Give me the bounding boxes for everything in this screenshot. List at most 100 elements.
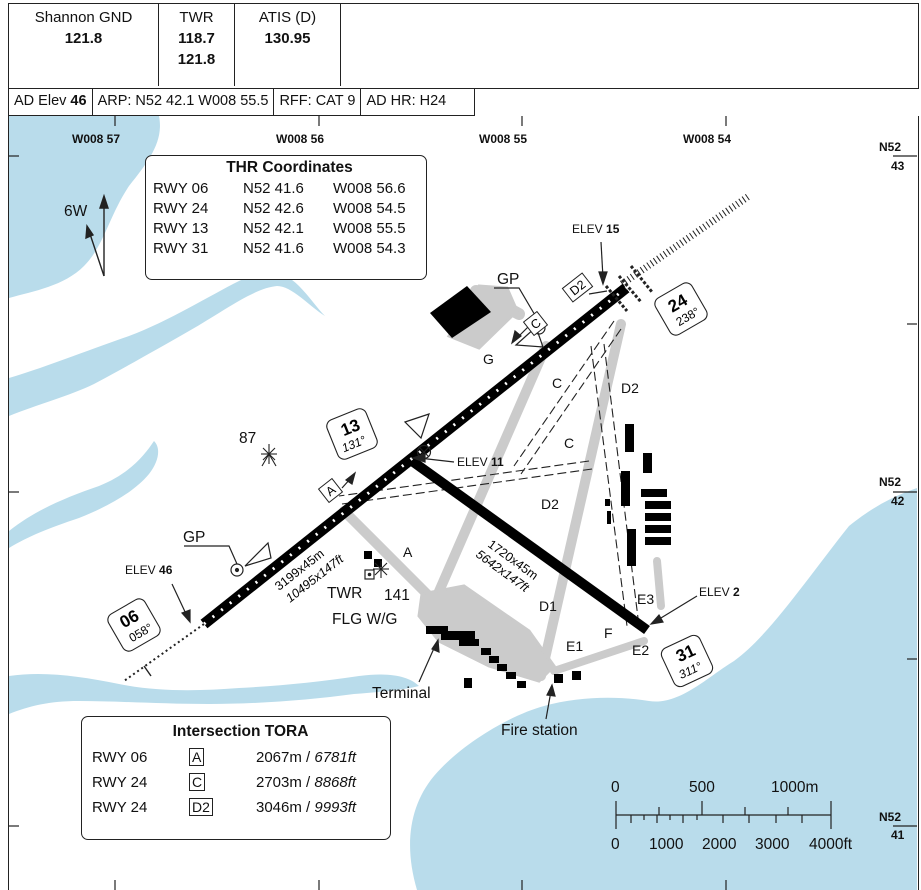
taxiways: [339, 284, 665, 683]
taxiway-c-box: [522, 310, 549, 337]
grid-ticks: [9, 116, 917, 890]
taxiway-e3-label: E3: [637, 591, 654, 607]
building-east-3: [621, 471, 630, 506]
tora-rwy: RWY 24: [92, 799, 148, 816]
atis-name: ATIS (D): [258, 9, 317, 26]
elev-word: ELEV: [125, 563, 156, 577]
twr-label: TWR: [327, 585, 362, 602]
pier-2: [489, 656, 499, 663]
frequency-header: Shannon GND 121.8 TWR 118.7 121.8 ATIS (…: [8, 3, 919, 89]
obstacle-light-icon: [261, 444, 277, 467]
building-small-3: [554, 674, 563, 683]
taxiway-e1-label: E1: [566, 638, 583, 654]
building-east-5: [645, 501, 671, 509]
tower-name: TWR: [179, 9, 214, 26]
thr-lat: N52 41.6: [243, 180, 304, 197]
elevation-pointers: [171, 241, 698, 625]
scale-bar: [615, 801, 832, 829]
building-near-twr-1: [364, 551, 372, 559]
taxiway-a-box: [317, 477, 344, 504]
taxiway-a: [339, 506, 434, 601]
runway-13-designator: 13 131°: [326, 408, 378, 460]
ad-elevation-label: AD Elev: [14, 93, 67, 109]
lon-label-55: W008 55: [479, 132, 527, 146]
building-east-10: [607, 511, 611, 524]
taxiway-e: [550, 637, 648, 675]
runway-24-threshold-bars: [604, 265, 654, 312]
taxiway-d2-label-2: D2: [541, 496, 559, 512]
runway-24-approach-lights: [620, 193, 751, 287]
dashed-taxiways: [338, 320, 640, 627]
tower-symbol-dot: [367, 572, 372, 577]
elev-word: ELEV: [699, 585, 730, 599]
gp-label-24: GP: [497, 271, 519, 288]
ad-hours: AD HR: H24: [366, 93, 447, 109]
water-areas: [9, 116, 917, 890]
thr-lon: W008 54.3: [333, 240, 406, 257]
building-east-8: [645, 537, 671, 545]
building-small-1: [464, 678, 472, 688]
lon-label-54: W008 54: [683, 132, 731, 146]
ground-freq: 121.8: [64, 30, 103, 47]
elev-24-value: 15: [606, 222, 620, 236]
scale-ft-0: 0: [611, 836, 620, 853]
building-east-4: [641, 489, 667, 497]
building-east-0: [605, 499, 610, 506]
lat-label-43-deg: N52: [879, 140, 901, 154]
river-mid: [9, 441, 159, 548]
taxiway-e3: [653, 557, 665, 610]
variation-label: 6W: [64, 203, 88, 220]
thr-rwy: RWY 06: [153, 180, 209, 197]
tora-ft: 6781ft: [314, 749, 357, 766]
taxiway-c-label-1: C: [552, 375, 562, 391]
thr-lon: W008 56.6: [333, 180, 406, 197]
scale-m-0: 0: [611, 779, 620, 796]
atis-freq: 130.95: [264, 30, 311, 47]
building-small-4: [572, 671, 581, 680]
tower-freq-1: 118.7: [178, 30, 215, 47]
scale-m-1000: 1000m: [771, 779, 818, 796]
runway-06-designator: 06 058°: [107, 598, 161, 652]
taxiway-d2-box: [561, 272, 594, 303]
taxiway-c-label-2: C: [564, 435, 574, 451]
approach-tick: [143, 665, 152, 677]
elev-31-value: 2: [733, 585, 740, 599]
runway-06-approach-lights: [123, 623, 205, 682]
tora-pointers: [341, 290, 608, 489]
rff-category: RFF: CAT 9: [274, 89, 362, 115]
taxiway-d1-label: D1: [539, 598, 557, 614]
map-canvas: W008 57 W008 56 W008 55 W008 54 N52 43 N…: [9, 116, 917, 890]
elev-31-label: ELEV 2: [699, 585, 740, 599]
elev-13-value: 11: [491, 455, 504, 469]
ground-name: Shannon GND: [34, 9, 133, 26]
building-east-6: [645, 513, 671, 521]
tower-frequency-cell: TWR 118.7 121.8: [159, 4, 235, 86]
lon-label-56: W008 56: [276, 132, 324, 146]
twr-height-label: 141: [384, 587, 410, 604]
thr-lat: N52 42.6: [243, 200, 304, 217]
tora-rwy: RWY 24: [92, 774, 148, 791]
lat-label-42-min: 42: [891, 494, 905, 508]
terminal-label: Terminal: [372, 685, 431, 702]
lat-label-43-min: 43: [891, 159, 905, 173]
tower-freq-2: 121.8: [177, 51, 216, 68]
terminal-building-2: [441, 631, 475, 640]
tora-dist: 2703m / 8868ft: [255, 770, 357, 795]
runway-31-designator: 31 311°: [660, 634, 714, 688]
taxiway-d2-label-1: D2: [621, 380, 639, 396]
lat-label-41-min: 41: [891, 828, 905, 842]
tora-m: 2703m /: [256, 774, 315, 791]
thr-rwy: RWY 31: [153, 240, 209, 257]
thr-lon: W008 55.5: [333, 220, 406, 237]
runway-06-24-centre-lights: [203, 286, 627, 626]
building-small-2: [517, 681, 526, 688]
scale-m-500: 500: [689, 779, 715, 796]
ad-elevation: AD Elev 46: [9, 89, 93, 115]
tora-dist: 2067m / 6781ft: [255, 745, 357, 770]
scale-ft-2000: 2000: [702, 836, 737, 853]
